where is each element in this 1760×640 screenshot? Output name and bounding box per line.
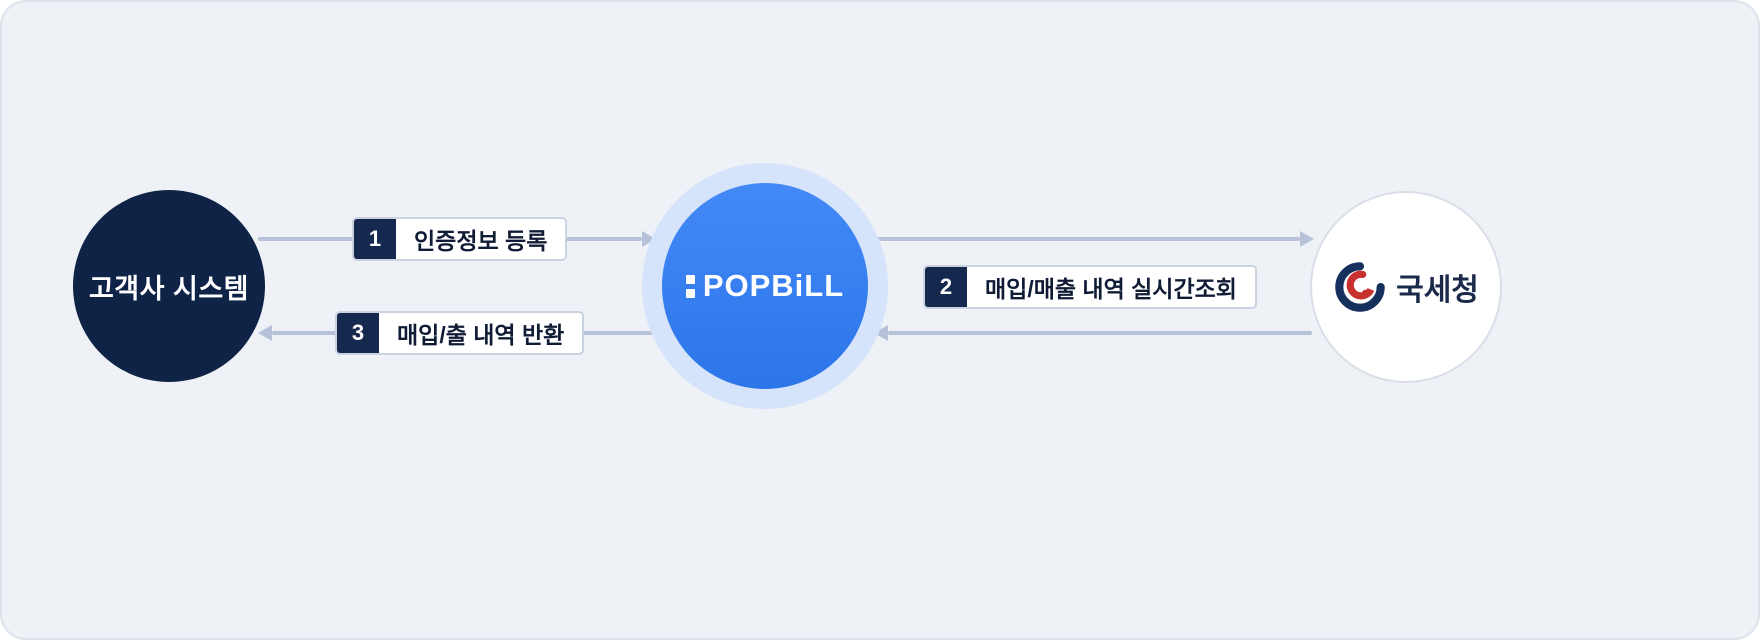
step-label-3: 3 매입/출 내역 반환	[335, 311, 585, 355]
step-badge-2: 2	[925, 267, 967, 307]
nts-label: 국세청	[1396, 274, 1479, 307]
popbill-logo: POPBiLL	[685, 268, 845, 304]
arrow-shaft	[872, 237, 1300, 241]
arrow-step2-query	[872, 231, 1314, 247]
step-badge-1: 1	[354, 219, 396, 259]
node-popbill: POPBiLL	[662, 183, 868, 389]
node-popbill-halo: POPBiLL	[642, 163, 888, 409]
step-label-2: 2 매입/매출 내역 실시간조회	[923, 265, 1257, 309]
nts-emblem-icon	[1335, 262, 1385, 312]
popbill-label: POPBiLL	[702, 268, 845, 303]
popbill-mark-icon	[685, 274, 695, 298]
node-nts: 국세청	[1310, 191, 1502, 383]
step-text-1: 인증정보 등록	[414, 228, 548, 254]
step-text-3: 매입/출 내역 반환	[397, 322, 565, 348]
arrow-nts-response	[874, 325, 1312, 341]
arrow-shaft	[888, 331, 1312, 335]
node-client-system: 고객사 시스템	[73, 190, 265, 382]
step-text-2: 매입/매출 내역 실시간조회	[985, 276, 1237, 302]
client-system-label: 고객사 시스템	[88, 273, 250, 304]
step-badge-3: 3	[337, 313, 379, 353]
arrow-head-left-icon	[258, 325, 272, 341]
arrow-head-right-icon	[1300, 231, 1314, 247]
step-label-1: 1 인증정보 등록	[352, 217, 568, 261]
